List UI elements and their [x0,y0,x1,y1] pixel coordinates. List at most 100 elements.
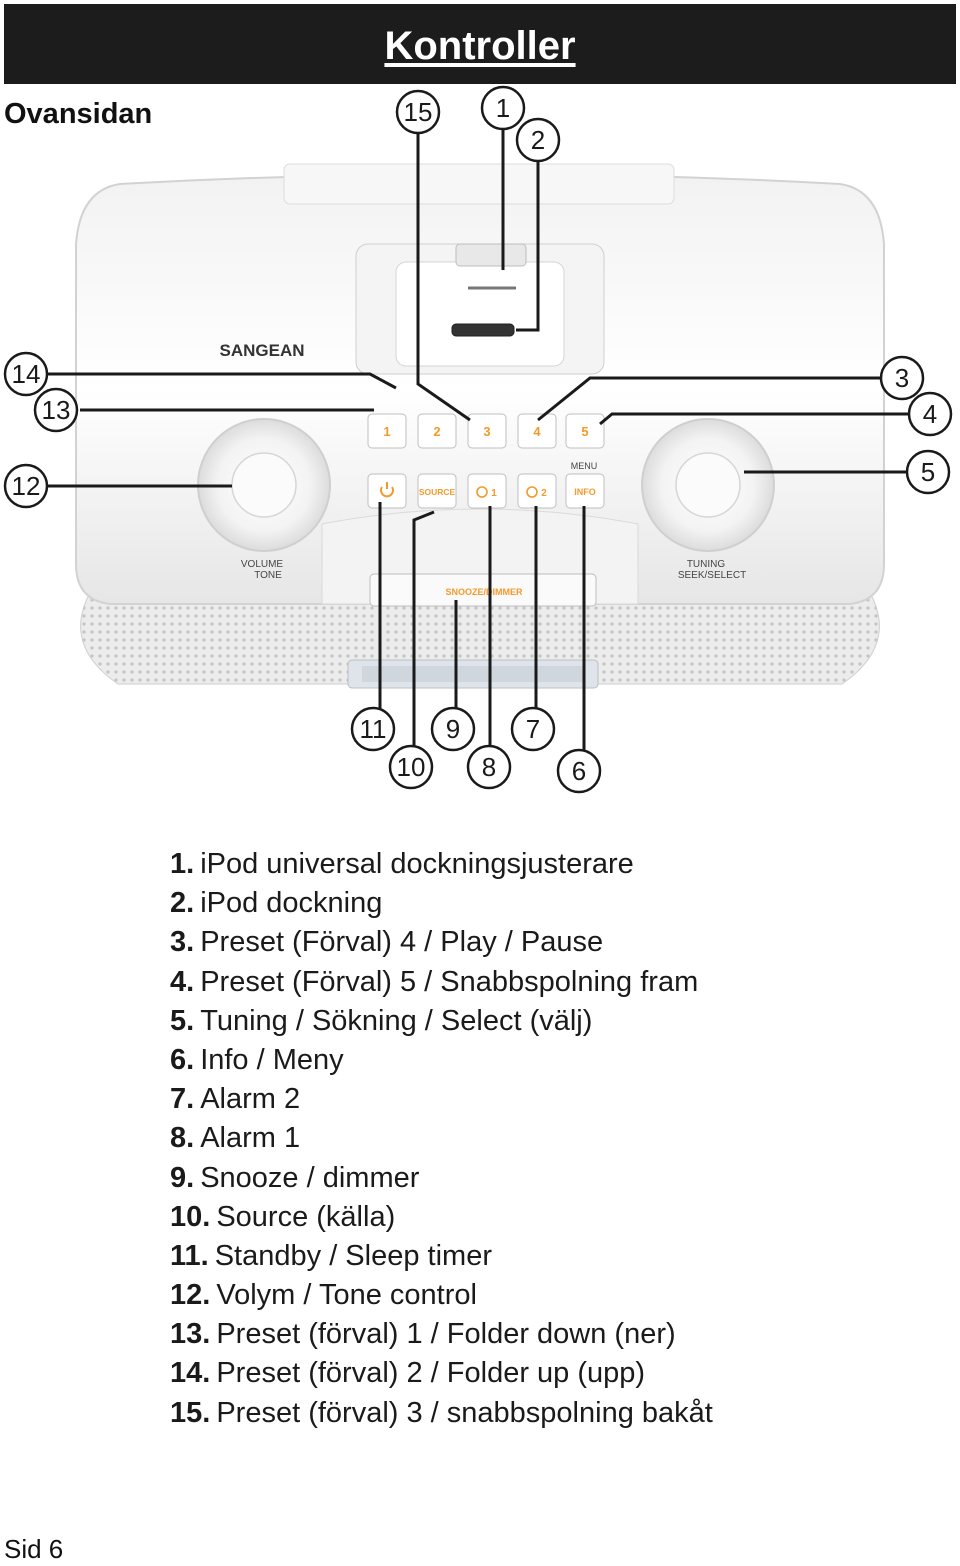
leader-lines [44,108,910,756]
legend-item: 11.Standby / Sleep timer [170,1237,713,1276]
legend-item: 9.Snooze / dimmer [170,1159,713,1198]
section-label: Ovansidan [4,98,153,130]
preset-button-5[interactable]: 5 [565,413,605,449]
legend-text: iPod dockning [200,887,383,920]
callout-number: 15 [404,97,433,127]
legend-item: 10.Source (källa) [170,1198,713,1237]
header-bar: Kontroller [4,4,956,84]
callout-7: 7 [510,706,556,752]
legend-item: 7.Alarm 2 [170,1080,713,1119]
preset-button-label: 2 [433,424,440,439]
tone-label: TONE [254,570,282,581]
callout-2: 2 [515,117,561,163]
legend-number: 5. [170,1004,195,1037]
legend-item: 12.Volym / Tone control [170,1276,713,1315]
legend-number: 6. [170,1043,195,1076]
legend-number: 8. [170,1122,195,1155]
standby-button[interactable] [367,473,407,509]
alarm2-button[interactable]: 2 [517,473,557,509]
legend-item: 1.iPod universal dockningsjusterare [170,845,713,884]
preset-button-3[interactable]: 3 [467,413,507,449]
legend-item: 13.Preset (förval) 1 / Folder down (ner) [170,1315,713,1354]
volume-label: VOLUME [241,559,284,570]
legend-number: 14. [170,1357,211,1390]
callout-number: 6 [572,756,586,786]
alarm-clock-icon [476,486,488,498]
snooze-label: SNOOZE/DIMMER [445,587,523,597]
legend-text: Alarm 2 [200,1083,301,1116]
legend-number: 3. [170,926,195,959]
info-button-label: INFO [574,487,596,497]
volume-knob[interactable] [197,418,331,552]
callout-number: 8 [482,752,496,782]
legend-text: Preset (förval) 1 / Folder down (ner) [216,1318,676,1351]
preset-button-1[interactable]: 1 [367,413,407,449]
preset-button-label: 4 [533,424,541,439]
callout-number: 9 [446,714,460,744]
alarm1-number: 1 [491,488,497,499]
callout-15: 15 [395,89,441,135]
legend-number: 9. [170,1161,195,1194]
tuning-knob[interactable] [641,418,775,552]
device-diagram: SANGEAN VOLUME TONE TUNING SEEK/SELECT M… [3,85,953,794]
legend-number: 2. [170,887,195,920]
legend-number: 13. [170,1318,211,1351]
seek-select-label: SEEK/SELECT [678,570,746,581]
legend-item: 3.Preset (Förval) 4 / Play / Pause [170,923,713,962]
callout-number: 7 [526,714,540,744]
callout-number: 4 [923,399,937,429]
legend-number: 11. [170,1239,209,1272]
legend-text: Source (källa) [216,1200,396,1233]
source-button[interactable]: SOURCE [417,473,457,509]
legend-item: 8.Alarm 1 [170,1119,713,1158]
callout-14: 14 [3,351,49,397]
legend-text: iPod universal dockningsjusterare [200,848,634,880]
legend-number: 10. [170,1200,211,1233]
callout-1: 1 [480,85,526,131]
preset-button-4[interactable]: 4 [517,413,557,449]
brand-logo: SANGEAN [219,341,304,360]
callout-13: 13 [33,387,79,433]
preset-button-label: 3 [483,424,490,439]
legend-text: Tuning / Sökning / Select (välj) [200,1004,593,1037]
callout-9: 9 [430,706,476,752]
legend-item: 15.Preset (förval) 3 / snabbspolning bak… [170,1394,713,1433]
callout-3: 3 [879,355,925,401]
callout-number: 3 [895,363,909,393]
callout-10: 10 [388,744,434,790]
legend-item: 14.Preset (förval) 2 / Folder up (upp) [170,1354,713,1393]
snooze-dimmer-button[interactable]: SNOOZE/DIMMER [445,587,523,597]
legend-text: Preset (förval) 3 / snabbspolning bakåt [216,1396,713,1429]
page-title: Kontroller [384,24,576,68]
preset-button-2[interactable]: 2 [417,413,457,449]
legend-number: 7. [170,1083,195,1116]
callout-11: 11 [350,706,396,752]
power-icon [380,482,394,498]
legend-text: Info / Meny [200,1043,344,1076]
page-number: Sid 6 [4,1534,64,1564]
callout-number: 1 [496,93,510,123]
callout-6: 6 [556,748,602,794]
alarm1-button[interactable]: 1 [467,473,507,509]
callout-number: 2 [531,125,545,155]
alarm2-number: 2 [541,488,547,499]
legend-text: Preset (Förval) 4 / Play / Pause [200,926,604,959]
callout-number: 12 [12,471,41,501]
menu-label: MENU [571,461,598,471]
legend-number: 4. [170,965,195,998]
callout-number: 10 [397,752,426,782]
info-button[interactable]: INFO [565,473,605,509]
device-body [75,163,885,607]
alarm-clock-icon [526,486,538,498]
legend-item: 5.Tuning / Sökning / Select (välj) [170,1002,713,1041]
legend-number: 12. [170,1279,211,1312]
legend-text: Standby / Sleep timer [214,1239,492,1272]
callout-5: 5 [905,449,951,495]
callout-12: 12 [3,463,49,509]
legend-item: 4.Preset (Förval) 5 / Snabbspolning fram [170,963,713,1002]
preset-button-label: 1 [383,424,390,439]
legend-item: 2.iPod dockning [170,884,713,923]
legend-text: Alarm 1 [200,1122,301,1155]
legend-text: Preset (förval) 2 / Folder up (upp) [216,1357,646,1390]
